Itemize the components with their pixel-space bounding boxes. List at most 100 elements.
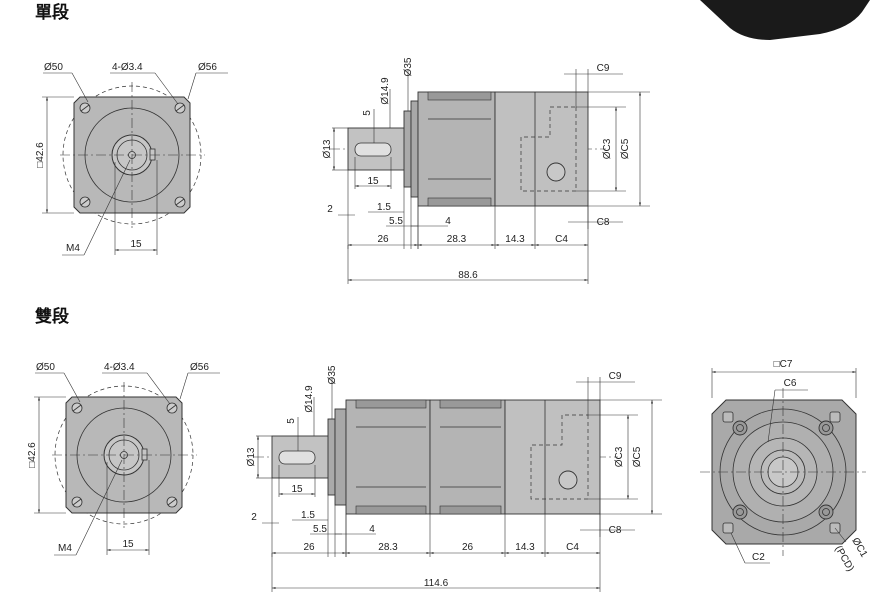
label-key-offset: 15 (122, 539, 134, 550)
label-pilot-dia: Ø14.9 (304, 385, 315, 413)
leader-pcd (71, 72, 89, 103)
bolt-head (732, 504, 748, 520)
label-segment: 26 (377, 234, 389, 245)
label-segment: 14.3 (505, 234, 525, 245)
label-key-offset: 2 (327, 204, 333, 215)
label-c8: C8 (609, 525, 622, 536)
leader-holes (154, 72, 179, 105)
label-shaft-dia: Ø13 (246, 447, 257, 466)
motor-adapter (494, 91, 589, 207)
product-photo-corner (700, 0, 870, 40)
fin-top (439, 399, 502, 409)
fin-bottom (439, 505, 502, 515)
label-holes: 4-Ø3.4 (104, 362, 135, 373)
hole-mark (80, 104, 90, 112)
label-pcd: (PCD) (832, 544, 855, 574)
label-square: □42.6 (35, 142, 46, 168)
label-flange-dia: Ø35 (403, 57, 414, 76)
label-gap: 4 (445, 216, 451, 227)
pilot (403, 110, 412, 188)
label-c9: C9 (609, 371, 622, 382)
label-key-length: 15 (291, 484, 303, 495)
leader-holes (146, 372, 171, 405)
label-c6: C6 (784, 378, 797, 389)
fin-bottom (355, 505, 427, 515)
hole-mark (80, 198, 90, 206)
leader-c6 (767, 389, 776, 443)
bolt-socket (736, 424, 744, 432)
fin-top (427, 91, 492, 101)
pilot (327, 418, 336, 496)
label-c7: □C7 (774, 359, 793, 370)
label-holes: 4-Ø3.4 (112, 62, 143, 73)
fin-bottom (427, 197, 492, 207)
label-segment: 14.3 (515, 542, 535, 553)
gear-stage-body (429, 399, 506, 515)
bolt-head (818, 420, 834, 436)
leader-c2 (730, 532, 746, 564)
leader-thread (83, 159, 131, 256)
mount-hole (722, 411, 734, 423)
leader-circle (187, 72, 197, 100)
motor-adapter (504, 399, 601, 515)
hole-mark (167, 498, 177, 506)
label-thread: M4 (58, 543, 72, 554)
label-pcd: Ø50 (36, 362, 55, 373)
leader-circle (179, 372, 189, 400)
label-shaft-dia: Ø13 (322, 139, 333, 158)
label-c8: C8 (597, 217, 610, 228)
label-c2: C2 (752, 552, 765, 563)
label-pilot-len: 5.5 (389, 216, 403, 227)
mount-hole (829, 411, 841, 423)
label-c3: ØC3 (602, 138, 613, 159)
label-square: □42.6 (27, 442, 38, 468)
mount-hole (722, 522, 734, 534)
flange (334, 408, 347, 506)
section-title-single: 單段 (35, 2, 69, 23)
label-total: 88.6 (458, 270, 478, 281)
bolt-socket (736, 508, 744, 516)
leader-thread (75, 459, 123, 556)
label-thread: M4 (66, 243, 80, 254)
front-view-double: □42.6 15 M4 Ø50 4-Ø3.4 Ø56 (27, 362, 220, 556)
label-c1: ØC1 (849, 536, 869, 560)
gear-stage-body (345, 399, 431, 515)
label-pilot-dia: Ø14.9 (380, 77, 391, 105)
label-c5: ØC5 (620, 138, 631, 159)
label-c5: ØC5 (632, 446, 643, 467)
label-segment: 28.3 (447, 234, 467, 245)
label-flange-thk: 1.5 (377, 202, 391, 213)
label-gap: 4 (369, 524, 375, 535)
hole-mark (72, 498, 82, 506)
label-circle: Ø56 (190, 362, 209, 373)
key (149, 148, 156, 161)
access-hole (546, 162, 566, 182)
access-hole (558, 470, 578, 490)
label-key-length: 15 (367, 176, 379, 187)
bolt-socket (822, 424, 830, 432)
bolt-head (818, 504, 834, 520)
fin-top (355, 399, 427, 409)
label-segment: C4 (566, 542, 579, 553)
label-c3: ØC3 (614, 446, 625, 467)
label-flange-thk: 1.5 (301, 510, 315, 521)
label-segment: 26 (303, 542, 315, 553)
label-flange-dia: Ø35 (327, 365, 338, 384)
leader-c1 (834, 527, 847, 543)
flange (410, 100, 419, 198)
label-pilot-len: 5.5 (313, 524, 327, 535)
key (141, 448, 148, 461)
hole-mark (175, 104, 185, 112)
label-key-width: 5 (286, 418, 297, 424)
hole-mark (175, 198, 185, 206)
section-title-double: 雙段 (35, 306, 69, 327)
label-key-offset: 2 (251, 512, 257, 523)
keyway (278, 450, 316, 465)
label-segment: C4 (555, 234, 568, 245)
hole-mark (72, 404, 82, 412)
